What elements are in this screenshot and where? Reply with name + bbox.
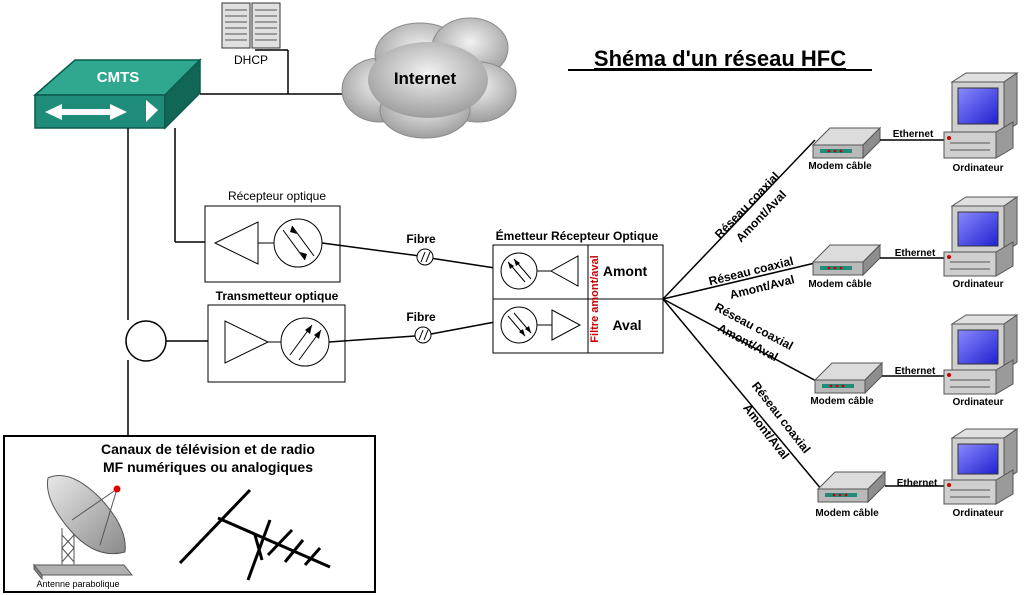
ethernet-label: Ethernet [897,478,938,489]
dhcp-label: DHCP [234,53,268,67]
computer-icon [943,72,1019,159]
dhcp-server: DHCP [221,2,281,67]
satellite-dish-icon [32,475,134,581]
optical-receiver [204,205,341,283]
node-title: Émetteur Récepteur Optique [496,228,659,243]
fibre-connector-icon [414,326,432,344]
modem-label: Modem câble [815,508,879,519]
fibre-bottom-label: Fibre [406,310,436,324]
coax-lines [662,139,823,491]
receiver-label: Récepteur optique [228,189,326,203]
computer-icon [943,314,1019,395]
cable-modem [811,126,882,160]
cable-modem [813,361,884,395]
computer-icon [943,196,1019,277]
broadcast-line-1: Canaux de télévision et de radio [101,441,315,457]
modem-label: Modem câble [810,396,874,407]
cmts-device: CMTS [33,58,202,130]
cmts-label: CMTS [97,69,140,86]
internet-cloud: Internet [341,17,517,139]
computer-label: Ordinateur [952,397,1003,408]
internet-label: Internet [394,69,457,88]
modem-label: Modem câble [808,279,872,290]
antenna-label: Antenne parabolique [36,579,119,589]
fibre-connector-icon [416,248,434,266]
diagram-title: Shéma d'un réseau HFC [594,46,846,71]
optical-transmitter [207,304,346,383]
yagi-antenna-icon [178,488,331,581]
ethernet-label: Ethernet [895,248,936,259]
optical-node: Amont Aval Filtre amont/aval [492,244,664,354]
fibre-top-label: Fibre [406,232,436,246]
signal-combiner [125,320,167,362]
node-amont-label: Amont [603,263,648,279]
node-aval-label: Aval [612,317,641,333]
ethernet-label: Ethernet [895,366,936,377]
computer-label: Ordinateur [952,508,1003,519]
computer-icon [943,428,1019,505]
computer-label: Ordinateur [952,279,1003,290]
modem-label: Modem câble [808,161,872,172]
transmitter-label: Transmetteur optique [216,289,339,303]
broadcast-line-2: MF numériques ou analogiques [103,459,313,475]
bidirectional-arrow-icon [45,100,158,122]
computer-label: Ordinateur [952,163,1003,174]
cable-modem [816,470,887,504]
ethernet-label: Ethernet [893,129,934,140]
node-filter-label: Filtre amont/aval [589,255,601,342]
broadcast-sources-box: Canaux de télévision et de radio MF numé… [3,435,376,593]
cable-modem [811,243,882,277]
